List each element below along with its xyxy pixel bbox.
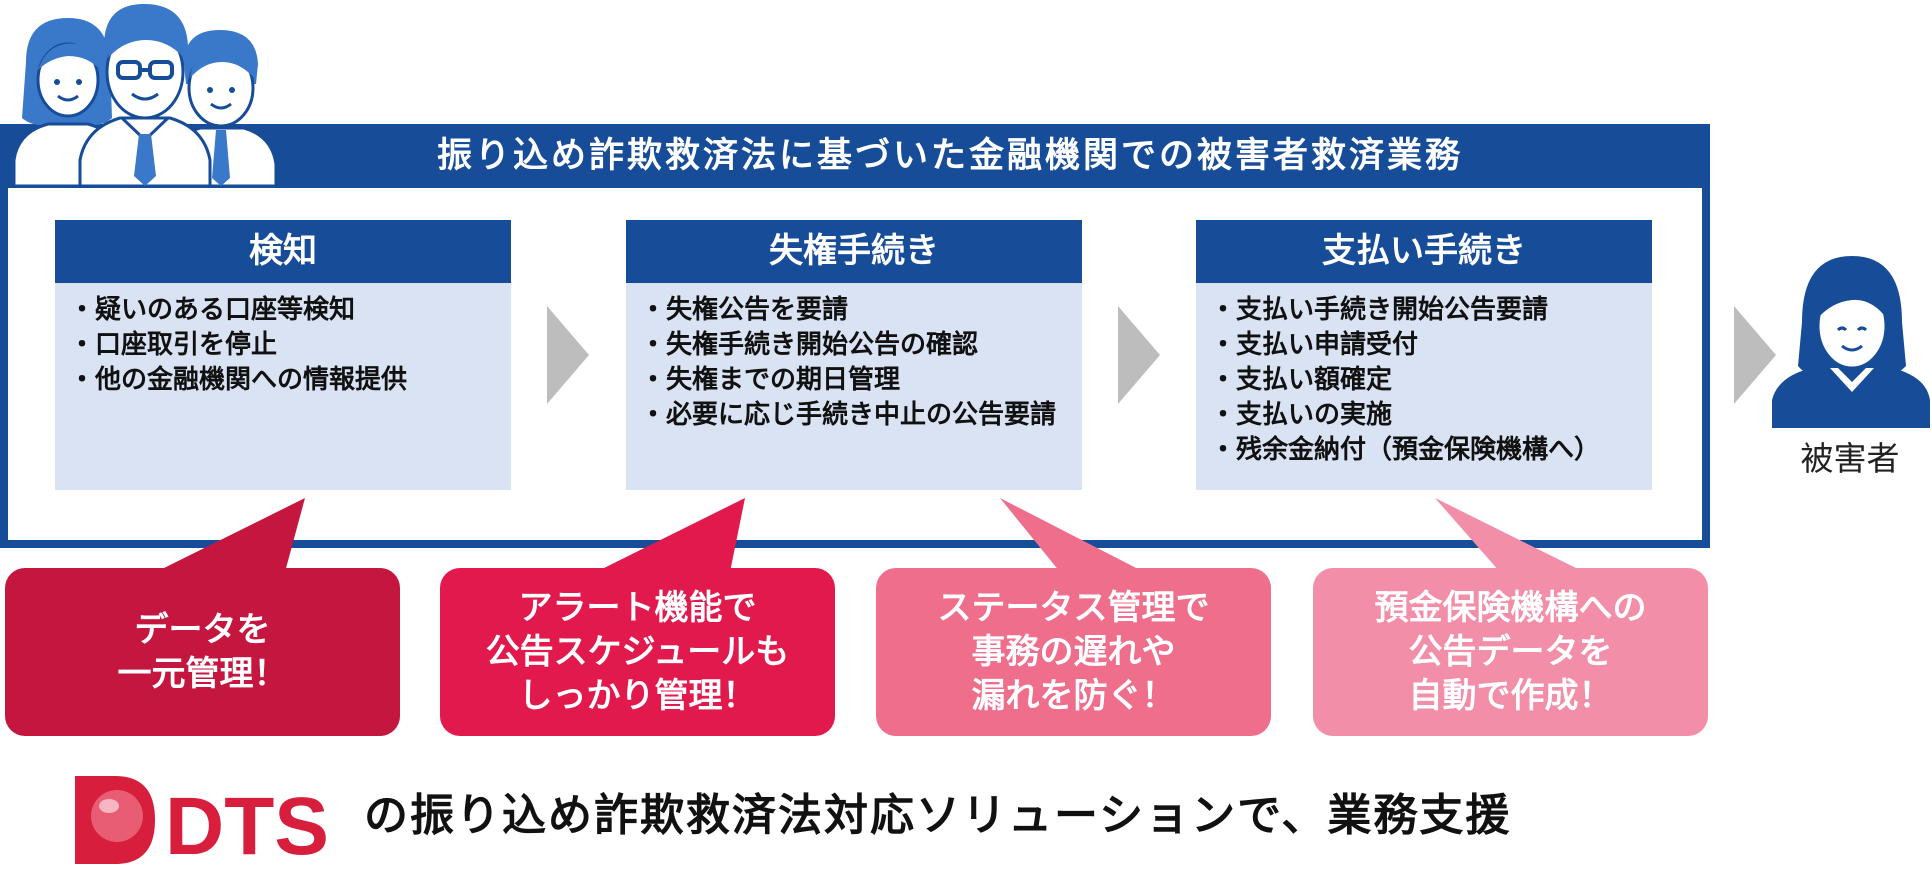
step-task-list: 疑いのある口座等検知 口座取引を停止 他の金融機関への情報提供 — [55, 283, 511, 398]
callout-status-management: ステータス管理で 事務の遅れや 漏れを防ぐ！ — [876, 568, 1271, 736]
callout-data-management: データを 一元管理！ — [5, 568, 400, 736]
victim-person-icon — [1772, 256, 1930, 428]
step-task: 失権手続き開始公告の確認 — [640, 328, 1082, 363]
staff-group-icon — [12, 4, 276, 186]
step-payment: 支払い手続き 支払い手続き開始公告要請 支払い申請受付 支払い額確定 支払いの実… — [1196, 220, 1652, 490]
step-task-list: 失権公告を要請 失権手続き開始公告の確認 失権までの期日管理 必要に応じ手続き中… — [626, 283, 1082, 433]
step-task: 必要に応じ手続き中止の公告要請 — [640, 398, 1082, 433]
callout-line: 事務の遅れや — [971, 632, 1176, 672]
step-task-list: 支払い手続き開始公告要請 支払い申請受付 支払い額確定 支払いの実施 残余金納付… — [1196, 283, 1652, 468]
callout-line: 預金保険機構への — [1374, 588, 1647, 628]
step-title: 検知 — [55, 220, 511, 283]
step-task: 疑いのある口座等検知 — [69, 293, 511, 328]
callout-line: データを — [134, 610, 271, 650]
step-task: 残余金納付（預金保険機構へ） — [1210, 433, 1652, 468]
victim-label: 被害者 — [1800, 439, 1900, 478]
step-task: 他の金融機関への情報提供 — [69, 363, 511, 398]
callout-line: ステータス管理で — [937, 588, 1210, 628]
footer-tagline: の振り込め詐欺救済法対応ソリューションで、業務支援 — [364, 790, 1512, 841]
step-detection: 検知 疑いのある口座等検知 口座取引を停止 他の金融機関への情報提供 — [55, 220, 511, 490]
step-task: 失権までの期日管理 — [640, 363, 1082, 398]
bubble-tail — [1435, 498, 1580, 572]
flow-arrow-icon — [547, 306, 589, 404]
staff-woman-icon — [12, 18, 124, 186]
callout-line: 公告スケジュールも — [485, 632, 790, 672]
staff-man-center-icon — [78, 4, 212, 186]
callout-line: 漏れを防ぐ！ — [971, 676, 1176, 716]
step-task: 失権公告を要請 — [640, 293, 1082, 328]
dts-logo-text: DTS — [165, 781, 329, 868]
step-task: 口座取引を停止 — [69, 328, 511, 363]
flow-arrow-icon — [1734, 306, 1776, 404]
callout-line: しっかり管理！ — [518, 676, 757, 716]
flow-arrow-icon — [1118, 306, 1160, 404]
callout-alert-function: アラート機能で 公告スケジュールも しっかり管理！ — [440, 568, 835, 736]
callout-line: 一元管理！ — [117, 654, 288, 694]
bubble-tail — [160, 498, 305, 572]
step-task: 支払い手続き開始公告要請 — [1210, 293, 1652, 328]
callout-line: 公告データを — [1408, 632, 1613, 672]
callout-line: アラート機能で — [518, 588, 757, 628]
bubble-tail — [600, 498, 745, 572]
step-title: 支払い手続き — [1196, 220, 1652, 283]
dts-logo-icon: DTS — [75, 776, 329, 868]
step-task: 支払いの実施 — [1210, 398, 1652, 433]
step-task: 支払い額確定 — [1210, 363, 1652, 398]
step-task: 支払い申請受付 — [1210, 328, 1652, 363]
process-title: 振り込め詐欺救済法に基づいた金融機関での被害者救済業務 — [436, 136, 1463, 176]
bubble-tail — [1000, 498, 1140, 572]
callout-auto-data: 預金保険機構への 公告データを 自動で作成！ — [1313, 568, 1708, 736]
step-title: 失権手続き — [626, 220, 1082, 283]
callout-line: 自動で作成！ — [1408, 676, 1613, 716]
step-forfeiture: 失権手続き 失権公告を要請 失権手続き開始公告の確認 失権までの期日管理 必要に… — [626, 220, 1082, 490]
